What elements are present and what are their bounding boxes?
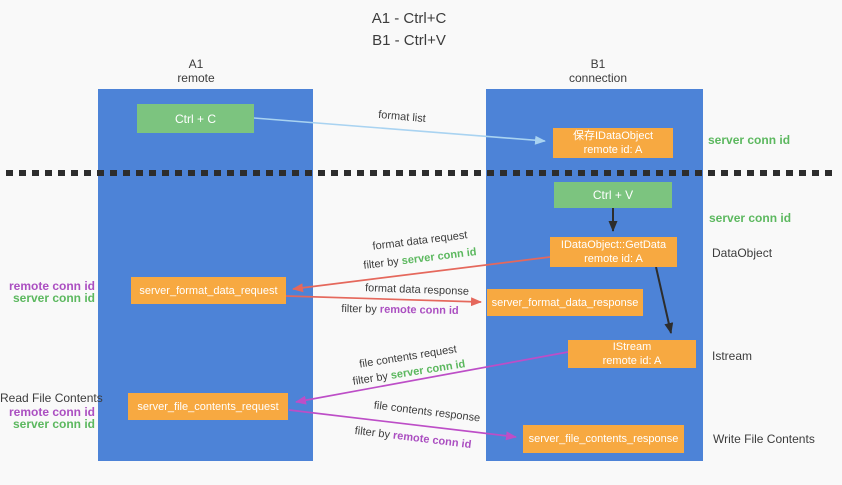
server-format-data-request-label: server_format_data_request — [139, 284, 278, 297]
ctrl-v-label: Ctrl + V — [592, 188, 634, 202]
machine-boundary-dotted-line — [6, 170, 838, 176]
lane-a1-role: remote — [177, 71, 215, 85]
idataobject-getdata-node: IDataObject::GetData remote id: A — [550, 237, 677, 267]
read-file-contents-label: Read File Contents — [0, 391, 103, 405]
filter-by-remote-conn-id-label-1: filter by remote conn id — [341, 303, 459, 317]
title-line-2: B1 - Ctrl+V — [372, 32, 446, 49]
filter-by-remote-conn-id-label-2: filter by remote conn id — [354, 425, 472, 451]
filter-value-server-conn-id: server conn id — [401, 246, 478, 268]
save-idataobject-remote-id: remote id: A — [583, 144, 643, 156]
ctrl-v-node: Ctrl + V — [554, 182, 672, 208]
server-file-contents-request-node: server_file_contents_request — [128, 393, 288, 420]
getdata-title: IDataObject::GetData — [560, 239, 667, 251]
lane-a1-name: A1 — [188, 57, 204, 71]
filter-value-remote-conn-id: remote conn id — [379, 303, 459, 318]
diagram-title: A1 - Ctrl+C B1 - Ctrl+V — [309, 8, 509, 52]
istream-remote-id: remote id: A — [602, 355, 662, 367]
lane-b1-role: connection — [568, 71, 628, 85]
format-list-label: format list — [377, 108, 427, 126]
server-format-data-response-label: server_format_data_response — [491, 296, 639, 309]
server-conn-id-mid-label: server conn id — [709, 211, 792, 225]
title-line-1: A1 - Ctrl+C — [371, 10, 447, 27]
ctrl-c-label: Ctrl + C — [174, 111, 216, 126]
server-file-contents-request-label: server_file_contents_request — [137, 400, 279, 413]
filter-by-text: filter by — [354, 424, 391, 442]
server-file-contents-response-label: server_file_contents_response — [528, 433, 679, 445]
write-file-contents-label: Write File Contents — [713, 432, 815, 446]
server-format-data-response-node: server_format_data_response — [487, 289, 643, 316]
save-idataobject-node: 保存IDataObject remote id: A — [553, 128, 673, 158]
save-idataobject-title: 保存IDataObject — [572, 130, 654, 142]
dataobject-label: DataObject — [712, 246, 773, 260]
file-contents-response-label: file contents response — [373, 399, 481, 425]
server-conn-id-top-label: server conn id — [708, 133, 791, 147]
filter-value-remote-conn-id: remote conn id — [392, 429, 472, 452]
ctrl-c-node: Ctrl + C — [137, 104, 254, 133]
file-server-conn-id-label: server conn id — [12, 417, 95, 431]
file-remote-conn-id-label: remote conn id — [8, 405, 95, 419]
istream-side-label: Istream — [712, 349, 753, 363]
filter-by-text: filter by — [362, 255, 400, 272]
format-server-conn-id-label: server conn id — [12, 291, 95, 305]
istream-node: IStream remote id: A — [568, 340, 696, 368]
lane-b1-name: B1 — [590, 57, 606, 71]
format-remote-conn-id-label: remote conn id — [8, 279, 95, 293]
getdata-remote-id: remote id: A — [584, 253, 643, 265]
lane-header-b1-connection: B1 connection — [538, 57, 658, 85]
server-format-data-request-node: server_format_data_request — [131, 277, 286, 304]
server-file-contents-response-node: server_file_contents_response — [523, 425, 684, 453]
filter-by-text: filter by — [351, 370, 389, 388]
istream-title: IStream — [612, 341, 652, 353]
format-data-response-label: format data response — [364, 282, 470, 298]
lane-header-a1-remote: A1 remote — [136, 57, 256, 85]
filter-by-text: filter by — [341, 302, 377, 316]
